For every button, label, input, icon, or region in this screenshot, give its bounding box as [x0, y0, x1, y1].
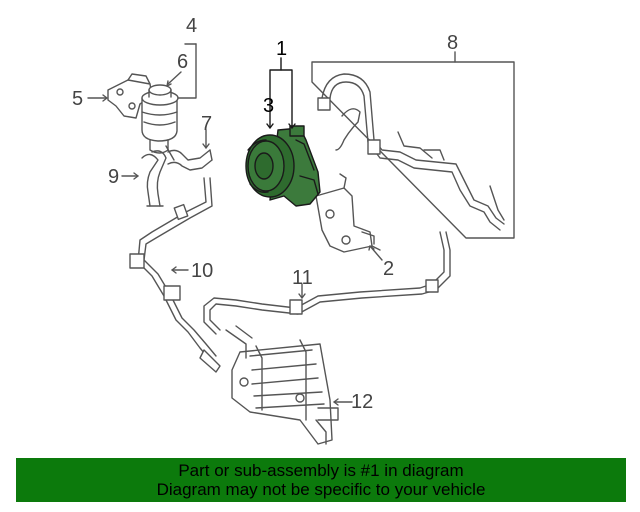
callout-7: 7 [201, 113, 213, 135]
hose-7 [167, 149, 213, 171]
callout-6: 6 [177, 51, 189, 73]
banner-line-2: Diagram may not be specific to your vehi… [156, 480, 486, 499]
pump-bracket-2 [315, 173, 383, 261]
callout-9: 9 [108, 166, 120, 188]
pressure-line-11 [203, 231, 451, 335]
reservoir-body [141, 97, 178, 142]
callout-12: 12 [351, 391, 374, 413]
callout-10: 10 [191, 260, 214, 282]
hose-9 [141, 150, 167, 207]
callout-1: 1 [276, 38, 288, 60]
info-banner: Part or sub-assembly is #1 in diagram Di… [16, 458, 626, 502]
hose-8-box [311, 61, 515, 239]
reservoir-assembly [87, 43, 197, 161]
return-line-10 [129, 177, 221, 373]
callout-2: 2 [383, 258, 395, 280]
hoses-left [121, 129, 213, 207]
callout-4: 4 [186, 15, 198, 37]
callout-5: 5 [72, 88, 84, 110]
callout-8: 8 [447, 32, 459, 54]
banner-line-1: Part or sub-assembly is #1 in diagram [178, 461, 464, 480]
power-steering-pump [245, 57, 321, 207]
cooler-12 [225, 325, 353, 445]
callout-11: 11 [292, 267, 313, 289]
hose-assembly-8 [311, 51, 515, 239]
callout-3: 3 [263, 95, 275, 117]
